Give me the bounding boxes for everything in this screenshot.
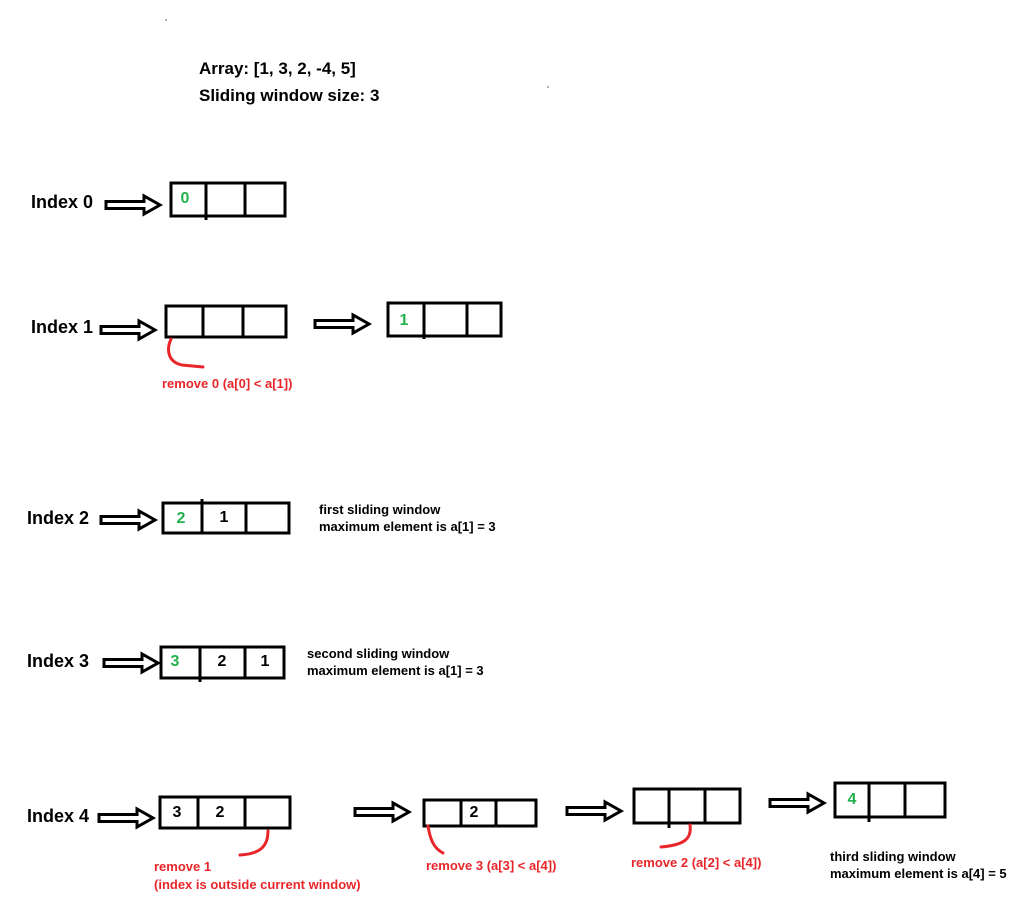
removal-pointer-remove-1 — [238, 829, 270, 857]
removal-note-remove-2: remove 2 (a[2] < a[4]) — [631, 855, 762, 870]
deque-cell: 3 — [172, 804, 182, 821]
deque-cell: 0 — [180, 190, 190, 207]
deque-cell: 1 — [260, 653, 270, 670]
step-label-index-2: Index 2 — [27, 508, 90, 528]
deque-index-1-after — [386, 301, 503, 339]
removal-note-remove-3: remove 3 (a[3] < a[4]) — [426, 858, 557, 873]
arrow-index-3 — [102, 652, 160, 674]
deque-index-1-before — [164, 304, 288, 339]
arrow-index-1-transition — [313, 313, 371, 335]
stray-dot — [165, 19, 167, 21]
window-note-title: second sliding window — [307, 646, 450, 661]
removal-note-remove-1-reason: (index is outside current window) — [154, 877, 361, 892]
deque-cell: 2 — [176, 510, 186, 527]
deque-index-3 — [159, 645, 286, 682]
arrow-index-4 — [97, 807, 155, 829]
arrow-index-2 — [99, 509, 157, 531]
window-note-third: third sliding window maximum element is … — [830, 848, 1007, 882]
deque-cell: 2 — [215, 804, 225, 821]
step-label-index-1: Index 1 — [31, 317, 94, 337]
stray-dot — [547, 86, 549, 88]
step-label-index-3: Index 3 — [27, 651, 90, 671]
removal-note-index-1: remove 0 (a[0] < a[1]) — [162, 376, 293, 391]
removal-pointer-index-1 — [167, 337, 205, 369]
window-note-title: third sliding window — [830, 849, 956, 864]
arrow-index-1 — [99, 319, 157, 341]
arrow-index-0 — [104, 194, 162, 216]
removal-pointer-remove-2 — [659, 823, 692, 849]
window-note-max: maximum element is a[1] = 3 — [307, 663, 484, 678]
step-label-index-4: Index 4 — [27, 806, 90, 826]
window-note-max: maximum element is a[1] = 3 — [319, 519, 496, 534]
deque-index-4-step-2 — [422, 798, 538, 828]
deque-index-4-final — [833, 781, 947, 822]
removal-note-remove-1: remove 1 — [154, 859, 212, 874]
window-note-title: first sliding window — [319, 502, 441, 517]
deque-cell: 1 — [219, 509, 229, 526]
deque-index-2 — [161, 499, 291, 535]
arrow-index-4-transition-3 — [768, 792, 826, 814]
removal-pointer-remove-3 — [426, 824, 445, 855]
deque-index-4-start — [158, 795, 292, 830]
deque-index-4-step-3 — [632, 787, 742, 828]
deque-cell: 4 — [847, 791, 857, 808]
window-note-first: first sliding window maximum element is … — [319, 501, 496, 535]
deque-cell: 2 — [217, 653, 227, 670]
step-label-index-0: Index 0 — [31, 192, 94, 212]
arrow-index-4-transition-2 — [565, 800, 623, 822]
deque-index-0 — [169, 181, 287, 220]
window-note-max: maximum element is a[4] = 5 — [830, 866, 1007, 881]
deque-cell: 2 — [469, 804, 479, 821]
arrow-index-4-transition-1 — [353, 801, 411, 823]
array-definition: Array: [1, 3, 2, -4, 5] — [199, 59, 356, 78]
deque-cell: 3 — [170, 653, 180, 670]
deque-cell: 1 — [399, 312, 409, 329]
window-note-second: second sliding window maximum element is… — [307, 645, 484, 679]
window-size-definition: Sliding window size: 3 — [199, 86, 380, 105]
